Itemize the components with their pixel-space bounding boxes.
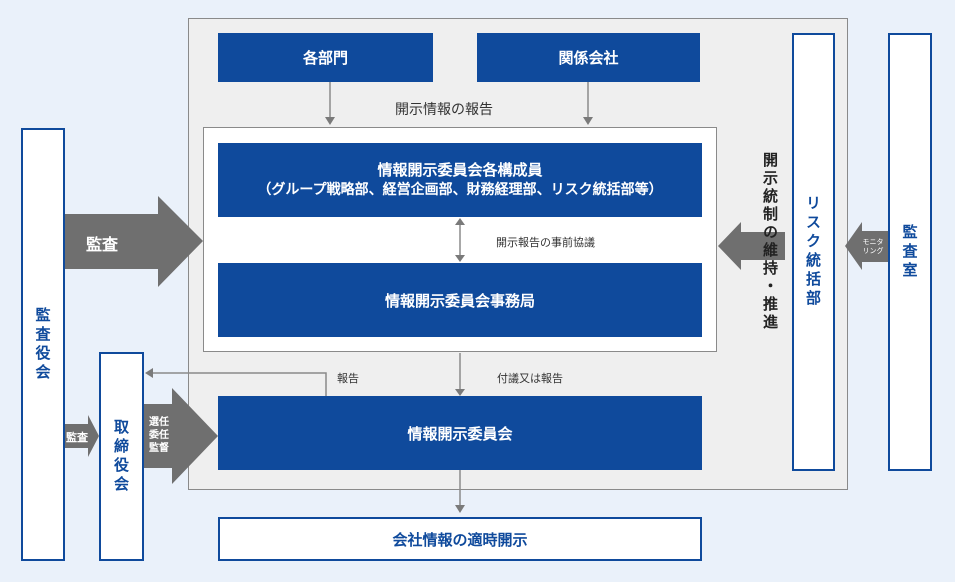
committee-members-box: 情報開示委員会各構成員 （グループ戦略部、経営企画部、財務経理部、リスク統括部等…: [218, 143, 702, 217]
risk-dept-label: リスク統括部: [804, 195, 822, 309]
board-of-directors-box: 取締役会: [99, 352, 144, 561]
consult-arrow-head-down: [455, 255, 465, 262]
audit-big-label: 監査: [86, 235, 119, 254]
appoint-big-arrow: [143, 388, 218, 484]
referral-arrow-head: [455, 389, 465, 396]
secretariat-label: 情報開示委員会事務局: [384, 291, 535, 310]
timely-disclosure-box: 会社情報の適時開示: [218, 517, 702, 561]
risk-dept-box: リスク統括部: [792, 33, 835, 471]
audit-small-arrow: [64, 415, 99, 457]
timely-disclosure-label: 会社情報の適時開示: [392, 530, 528, 549]
committee-members-list: （グループ戦略部、経営企画部、財務経理部、リスク統括部等）: [257, 182, 663, 198]
audit-board-box: 監査役会: [21, 128, 65, 561]
audit-small-label: 監査: [66, 431, 88, 444]
audit-office-label: 監査室: [900, 223, 919, 281]
disclosure-system-label: 開示統制の維持・推進: [761, 152, 779, 332]
consult-arrow-head-up: [455, 218, 465, 225]
report-back-line: [152, 372, 327, 396]
appoint-label: 選任 委任 監督: [145, 416, 173, 455]
monitoring-arrow: [845, 222, 888, 270]
monitoring-label-line1: モニタ: [862, 238, 884, 246]
dept-arrow-head: [325, 117, 335, 125]
report-back-arrow-head: [145, 368, 153, 378]
disclosure-report-label: 開示情報の報告: [395, 102, 493, 118]
monitoring-label-line2: リング: [862, 247, 884, 255]
committee-box: 情報開示委員会: [218, 396, 702, 470]
committee-label: 情報開示委員会: [407, 424, 513, 443]
audit-office-box: 監査室: [888, 33, 932, 471]
appoint-label-line2: 委任: [149, 430, 169, 441]
disclosure-arrow-head: [455, 505, 465, 513]
system-arrow: [718, 222, 785, 270]
affiliate-arrow-head: [583, 117, 593, 125]
committee-members-title: 情報開示委員会各構成員: [377, 161, 543, 179]
appoint-label-line1: 選任: [149, 417, 169, 428]
departments-box: 各部門: [218, 33, 433, 82]
appoint-label-line3: 監督: [149, 443, 169, 454]
monitoring-label: モニタ リング: [860, 238, 886, 256]
departments-label: 各部門: [302, 49, 348, 67]
affiliates-label: 関係会社: [558, 49, 619, 67]
prior-consultation-label: 開示報告の事前協議: [496, 236, 595, 249]
board-of-directors-label: 取締役会: [112, 418, 130, 495]
report-label: 報告: [337, 372, 359, 385]
audit-big-arrow: [64, 196, 203, 287]
referral-label: 付議又は報告: [497, 372, 563, 385]
audit-board-label: 監査役会: [33, 306, 52, 383]
secretariat-box: 情報開示委員会事務局: [218, 263, 702, 337]
affiliates-box: 関係会社: [477, 33, 700, 82]
